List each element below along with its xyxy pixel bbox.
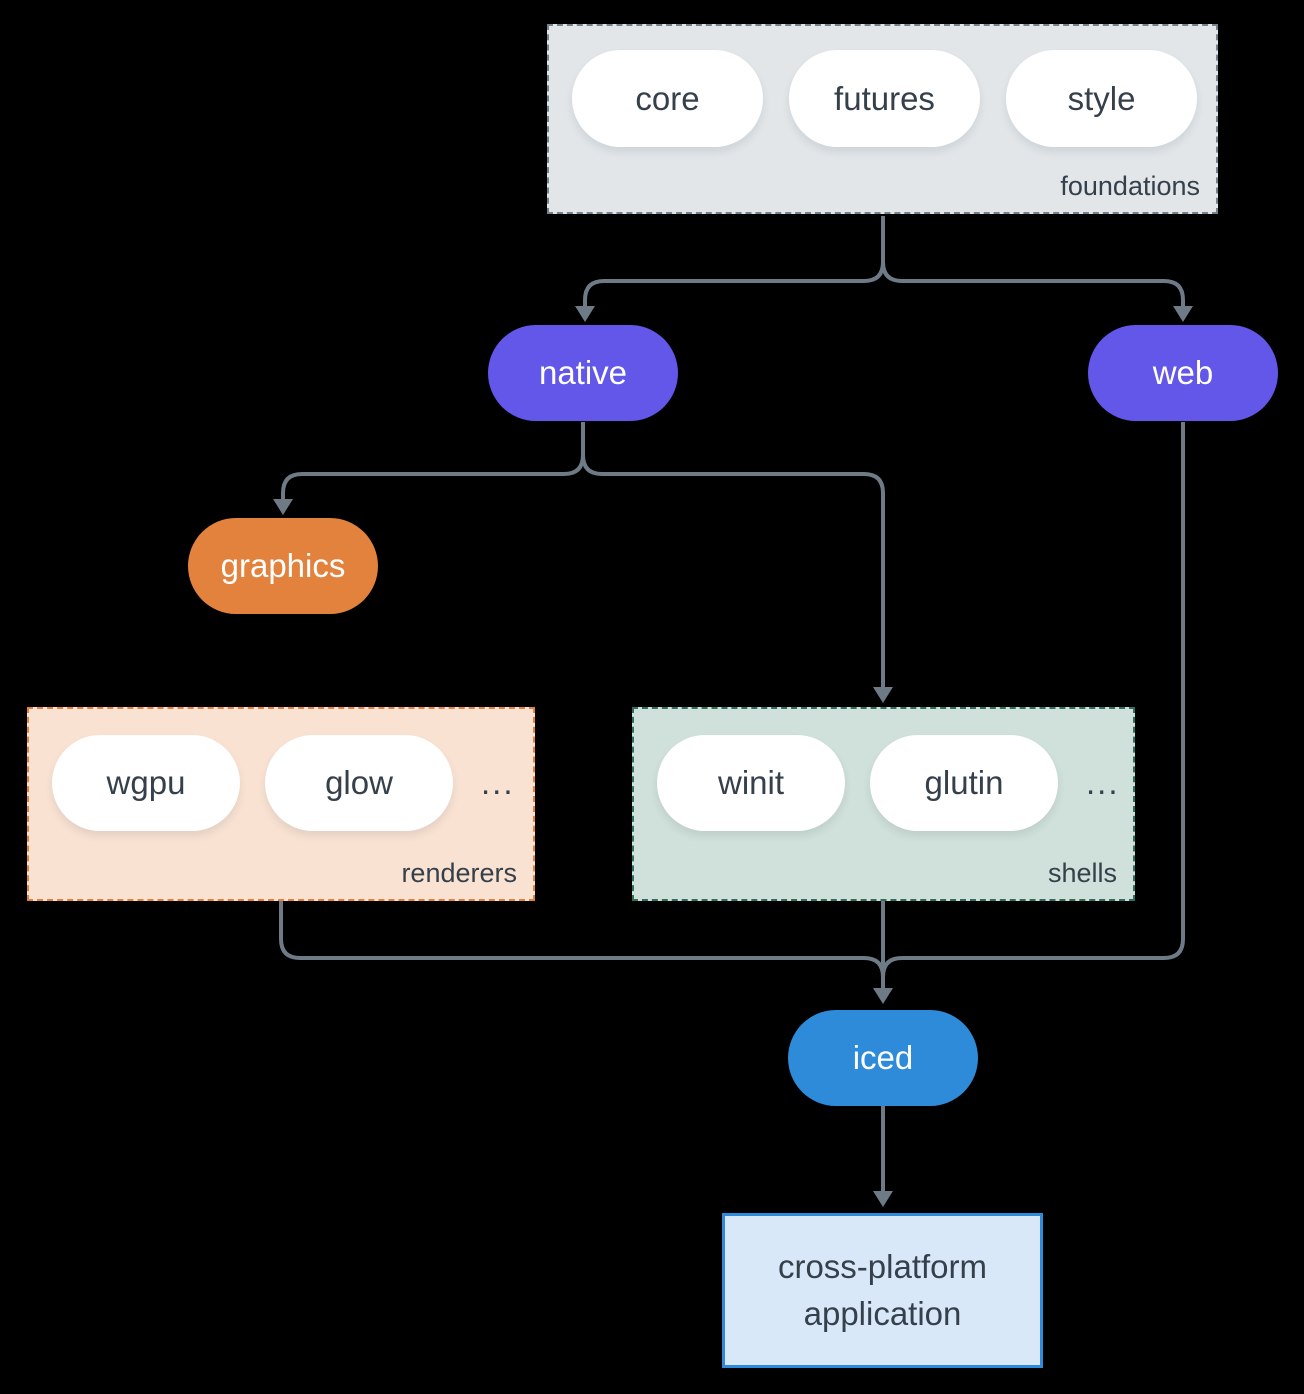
node-web: web: [1088, 325, 1278, 421]
foundations-pill-row: core futures style: [572, 50, 1197, 147]
edge-native-shells: [581, 422, 885, 688]
edge-native-graphics: [281, 422, 585, 500]
arrowhead-graphics: [273, 499, 293, 515]
node-iced: iced: [788, 1010, 978, 1106]
arrowhead-iced: [873, 988, 893, 1004]
renderers-label: renderers: [401, 858, 517, 888]
node-glow: glow: [265, 735, 453, 831]
renderers-pill-row: wgpu glow ...: [52, 735, 515, 831]
group-renderers: wgpu glow ... renderers: [27, 707, 535, 901]
node-native: native: [488, 325, 678, 421]
application-line1: cross-platform: [777, 1247, 988, 1285]
node-graphics: graphics: [188, 518, 378, 614]
node-futures: futures: [789, 50, 980, 147]
node-style: style: [1006, 50, 1197, 147]
node-winit: winit: [657, 735, 845, 831]
node-cross-platform-application: cross-platform application: [722, 1213, 1043, 1368]
group-shells: winit glutin ... shells: [632, 707, 1135, 901]
node-wgpu: wgpu: [52, 735, 240, 831]
node-core: core: [572, 50, 763, 147]
shells-ellipsis: ...: [1086, 764, 1120, 801]
edge-foundations-native: [583, 216, 885, 308]
edge-renderers-iced: [279, 901, 885, 988]
renderers-ellipsis: ...: [481, 764, 515, 801]
foundations-label: foundations: [1060, 171, 1200, 201]
arrowhead-shells: [873, 687, 893, 703]
arrowhead-web: [1173, 306, 1193, 322]
node-glutin: glutin: [870, 735, 1058, 831]
group-foundations: core futures style foundations: [547, 24, 1218, 214]
shells-pill-row: winit glutin ...: [657, 735, 1120, 831]
arrowhead-application: [873, 1191, 893, 1207]
edge-foundations-web: [881, 216, 1185, 308]
shells-label: shells: [1047, 858, 1117, 888]
application-line2: application: [803, 1294, 962, 1332]
arrowhead-native: [575, 306, 595, 322]
